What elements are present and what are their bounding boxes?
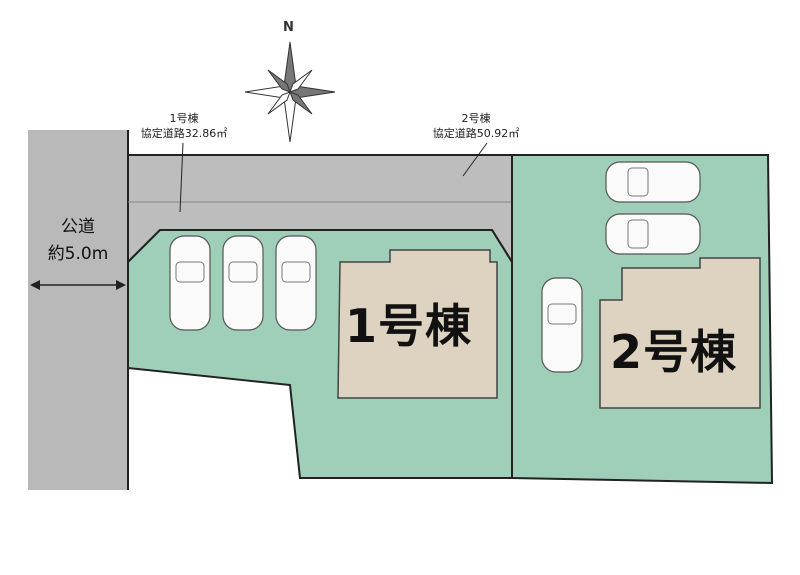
- public-road: [28, 130, 128, 490]
- lot1-road-caption-line2: 協定道路32.86㎡: [140, 127, 228, 140]
- lot1-building-label: 1号棟: [345, 299, 473, 353]
- lot1-parking: [169, 235, 317, 331]
- lot2-road-caption-line1: 2号棟: [461, 112, 491, 125]
- car: [605, 213, 701, 255]
- public-road-label-line2: 約5.0m: [30, 243, 126, 265]
- lot2-building: [599, 257, 761, 409]
- lot1-road-leader: [179, 142, 184, 213]
- car: [275, 235, 317, 331]
- car: [605, 161, 701, 203]
- lot2-building-label: 2号棟: [610, 325, 738, 379]
- compass-rose-icon: [244, 41, 336, 143]
- lot1-building: [337, 249, 498, 399]
- car: [169, 235, 211, 331]
- car: [541, 277, 583, 373]
- public-road-label-line1: 公道: [30, 216, 126, 238]
- car: [222, 235, 264, 331]
- lot2-parking: [541, 161, 701, 373]
- lot2-road-leader: [462, 142, 488, 177]
- lot1-road-caption-line1: 1号棟: [169, 112, 199, 125]
- lot2-road-caption-line2: 協定道路50.92㎡: [432, 127, 520, 140]
- compass-north-label: N: [283, 20, 294, 35]
